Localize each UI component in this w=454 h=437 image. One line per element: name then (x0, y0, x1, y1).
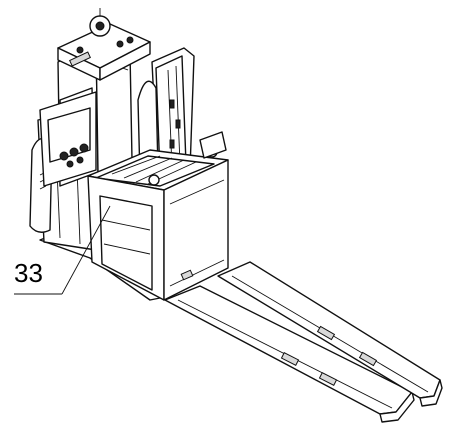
control-head (57, 8, 151, 81)
left-console (39, 91, 97, 187)
callout-number-33: 33 (14, 258, 43, 288)
fork-left (164, 285, 415, 423)
platform-box (87, 131, 229, 301)
fork-right (217, 261, 443, 407)
callout-leader-33 (14, 205, 111, 295)
